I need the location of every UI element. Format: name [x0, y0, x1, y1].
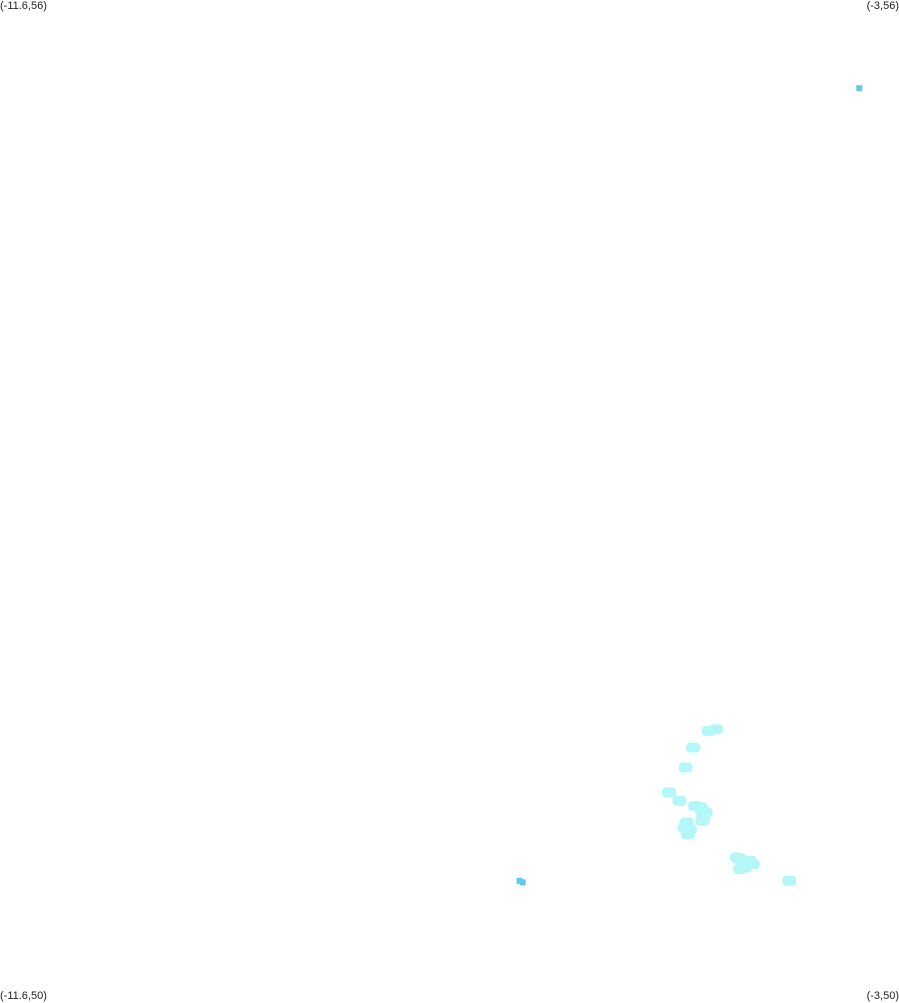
- cluster-marker: [672, 795, 687, 806]
- cluster-marker: [733, 864, 748, 875]
- corner-label-bottom-right: (-3,50): [866, 990, 899, 1002]
- point-marker: [519, 879, 526, 886]
- cluster-marker: [678, 762, 693, 773]
- cluster-marker: [680, 829, 695, 840]
- cluster-marker: [695, 815, 710, 826]
- cluster-marker: [782, 875, 797, 886]
- point-marker: [516, 877, 523, 884]
- cluster-marker: [701, 725, 716, 736]
- corner-label-top-left: (-11.6,56): [0, 0, 47, 12]
- corner-label-top-right: (-3,56): [866, 0, 899, 12]
- point-marker: [856, 85, 863, 92]
- cluster-marker: [662, 787, 676, 798]
- point-layer: [516, 85, 863, 886]
- cluster-layer: [662, 724, 797, 886]
- cluster-marker: [686, 742, 701, 753]
- corner-label-bottom-left: (-11.6,50): [0, 990, 47, 1002]
